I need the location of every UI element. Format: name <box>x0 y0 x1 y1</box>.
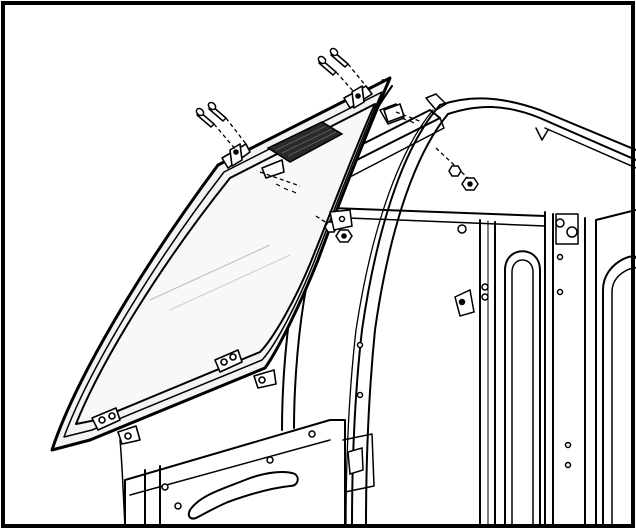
hinge-icon <box>343 85 373 109</box>
bolt-icon <box>317 55 337 76</box>
hinge-icon <box>221 143 251 169</box>
roof-outline <box>439 97 636 151</box>
window-latches <box>91 349 277 445</box>
rail-clip <box>329 209 353 231</box>
fastener-icon <box>566 226 578 238</box>
latch-icon <box>117 425 141 445</box>
latch-icon <box>214 349 243 373</box>
fastener-icon <box>481 283 489 291</box>
latch-icon <box>253 369 277 389</box>
fastener-icon <box>161 483 169 491</box>
washers <box>275 117 415 194</box>
latch-icon <box>91 407 121 431</box>
door-window-slot-2 <box>602 255 636 527</box>
roof-rear-edge <box>544 127 636 169</box>
panel-handle-cutout <box>187 471 299 520</box>
door-window-slot <box>504 250 541 527</box>
side-hinge <box>347 288 475 475</box>
dashed-leader-icon <box>213 123 237 151</box>
fastener-icon <box>556 288 564 296</box>
fastener-icon <box>556 253 564 261</box>
dashed-leader-icon <box>435 147 471 181</box>
fastener-icon <box>356 391 364 399</box>
fastener-icon <box>481 293 489 301</box>
mount-tab <box>342 433 375 493</box>
hinge-icon <box>383 103 405 123</box>
fastener-icon <box>266 456 274 464</box>
nut-icon <box>335 229 353 243</box>
dashed-leader-icon <box>347 63 367 87</box>
fastener-icon <box>555 218 565 228</box>
nut-icon <box>461 177 479 191</box>
nut-icon <box>448 165 462 177</box>
left-pillar-lower <box>119 439 126 527</box>
window-hinges <box>221 85 405 179</box>
dashed-leader-icon <box>259 171 301 187</box>
cab-fasteners <box>161 218 578 510</box>
fastener-icon <box>564 441 572 449</box>
bolts <box>195 47 349 128</box>
nuts <box>324 165 479 243</box>
hinge-icon <box>261 159 285 179</box>
fastener-icon <box>564 461 572 469</box>
dashed-leader-icon <box>335 71 355 93</box>
fastener-icon <box>174 502 182 510</box>
bolt-icon <box>195 107 215 128</box>
fastener-icon <box>308 430 316 438</box>
dashed-leader-icon <box>395 111 423 123</box>
bolt-icon <box>329 47 349 68</box>
fastener-icon <box>457 224 467 234</box>
glass-window <box>50 76 392 452</box>
bolt-icon <box>207 101 227 122</box>
fastener-icon <box>356 341 364 349</box>
dashed-leader-icon <box>225 117 247 145</box>
